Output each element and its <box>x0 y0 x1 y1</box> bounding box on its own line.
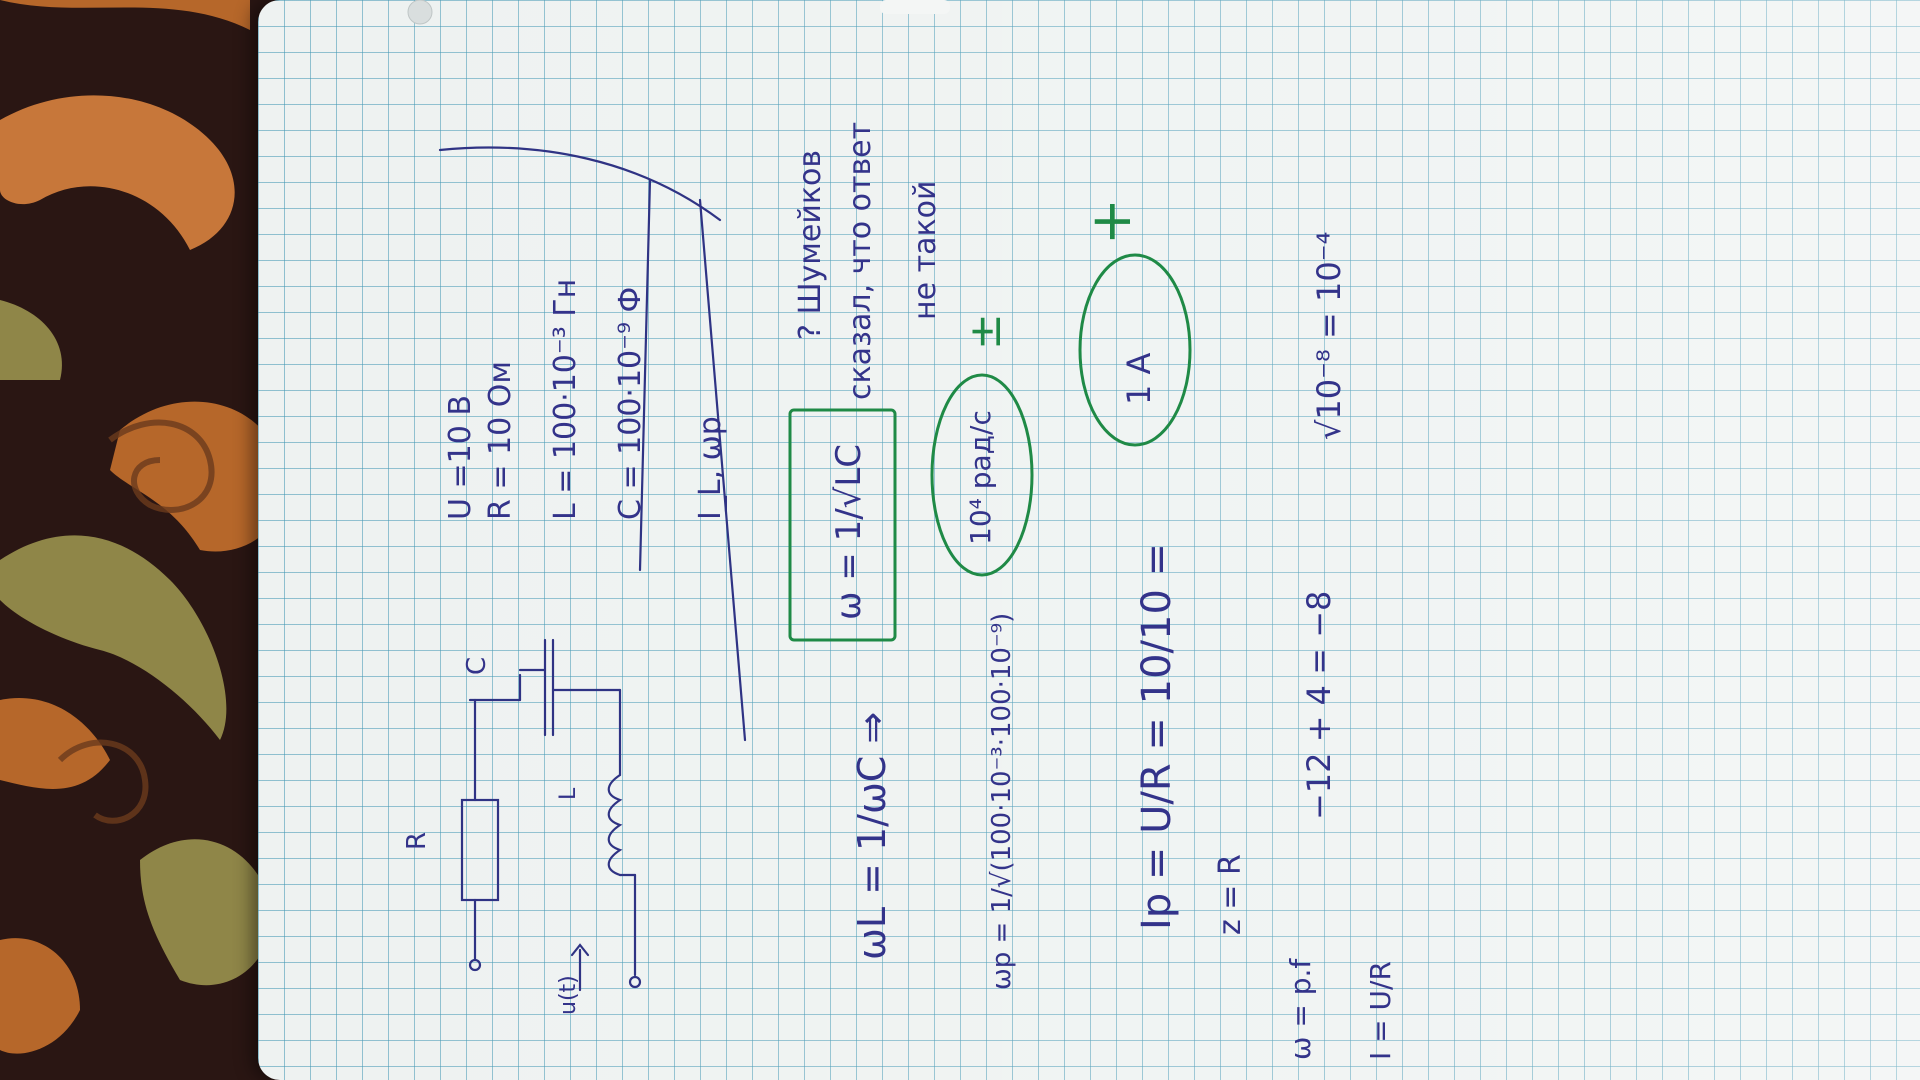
note-line-2: сказал, что ответ <box>843 122 878 400</box>
left-margin-note: ω = p.f <box>1284 958 1317 1060</box>
resistor-symbol <box>460 798 500 902</box>
current-calc: Ip = U/R = 10/10 = <box>1134 543 1180 930</box>
check-mark: ± <box>960 313 1011 350</box>
teacher-note: ? Шумейков сказал, что ответ не такой <box>793 122 943 400</box>
omega-formula: ω = 1/√LC <box>829 444 869 620</box>
resonance-condition: ωL = 1/ωC ⇒ <box>850 712 894 960</box>
solution: ωL = 1/ωC ⇒ ω = 1/√LC ωp = 1/√(100·10⁻³·… <box>788 198 1397 1060</box>
given-brace <box>438 146 722 222</box>
exponent-sum: −12 + 4 = −8 <box>1300 591 1338 820</box>
given-inductance: L = 100·10⁻³ Гн <box>548 279 583 520</box>
paper-lighting <box>258 0 1920 1080</box>
given-separator <box>698 198 747 742</box>
given-resistance: R = 10 Ом <box>483 361 518 520</box>
terminal-bottom <box>628 975 642 989</box>
punch-hole <box>407 0 433 25</box>
current-result-circle <box>1078 253 1192 447</box>
omega-result: 10⁴ рад/с <box>964 410 997 545</box>
inductor-label: L <box>556 787 581 800</box>
resistor-label: R <box>402 832 432 850</box>
given-values: U =10 B R = 10 Ом L = 100·10⁻³ Гн C = 10… <box>438 146 747 742</box>
note-line-3: не такой <box>908 181 943 320</box>
plus-mark: + <box>1079 198 1144 245</box>
note-line-1: ? Шумейков <box>793 150 828 340</box>
current-result: 1 A <box>1120 352 1158 405</box>
grid-paper-sheet <box>258 0 1920 1080</box>
omega-result-circle <box>930 373 1034 577</box>
z-equation: z = R <box>1213 854 1248 935</box>
omega-p-calc: ωp = 1/√(100·10⁻³·100·10⁻⁹) <box>987 613 1017 990</box>
paper-tab <box>880 0 950 14</box>
i-equation: I = U/R <box>1364 961 1397 1060</box>
omega-formula-box <box>788 408 897 642</box>
terminal-top <box>468 958 482 972</box>
inductor-symbol <box>607 773 623 877</box>
circuit-diagram: R C L u(t) <box>402 638 642 1015</box>
source-label: u(t) <box>556 975 581 1015</box>
capacitor-label: C <box>462 657 492 675</box>
sqrt-calc: √10⁻⁸ = 10⁻⁴ <box>1310 232 1348 440</box>
given-voltage: U =10 B <box>443 395 478 520</box>
